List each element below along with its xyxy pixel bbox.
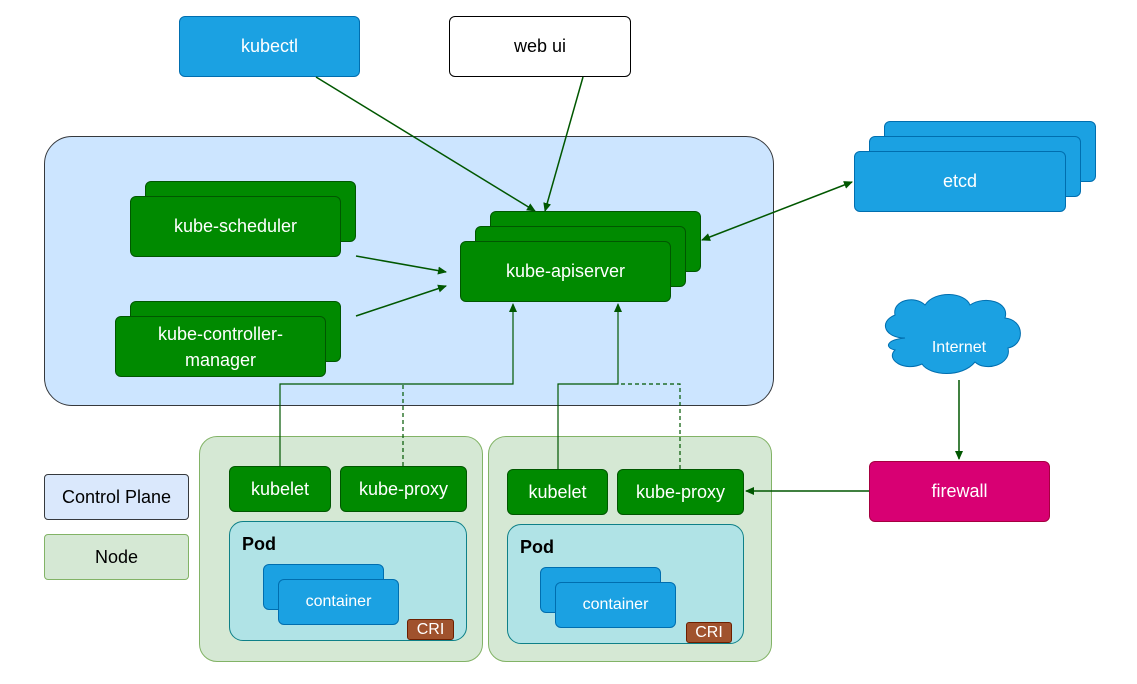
container-box-node1: container (278, 579, 399, 625)
internet-cloud-icon (884, 294, 1021, 374)
web-ui-box: web ui (449, 16, 631, 77)
kubelet-box-node2: kubelet (507, 469, 608, 515)
cri-badge-node2: CRI (686, 622, 732, 643)
etcd-box: etcd (854, 151, 1066, 212)
legend-node: Node (44, 534, 189, 580)
cri-badge-node1: CRI (407, 619, 454, 640)
kube-proxy-box-node1: kube-proxy (340, 466, 467, 512)
kubectl-box: kubectl (179, 16, 360, 77)
firewall-box: firewall (869, 461, 1050, 522)
kube-proxy-box-node2: kube-proxy (617, 469, 744, 515)
container-box-node2: container (555, 582, 676, 628)
pod-label-node1: Pod (242, 534, 276, 554)
kubelet-box-node1: kubelet (229, 466, 331, 512)
pod-label-node2: Pod (520, 537, 554, 557)
kube-controller-manager-box: kube-controller- manager (115, 316, 326, 377)
kube-apiserver-box: kube-apiserver (460, 241, 671, 302)
kube-scheduler-box: kube-scheduler (130, 196, 341, 257)
internet-label: Internet (932, 339, 987, 356)
legend-control-plane: Control Plane (44, 474, 189, 520)
